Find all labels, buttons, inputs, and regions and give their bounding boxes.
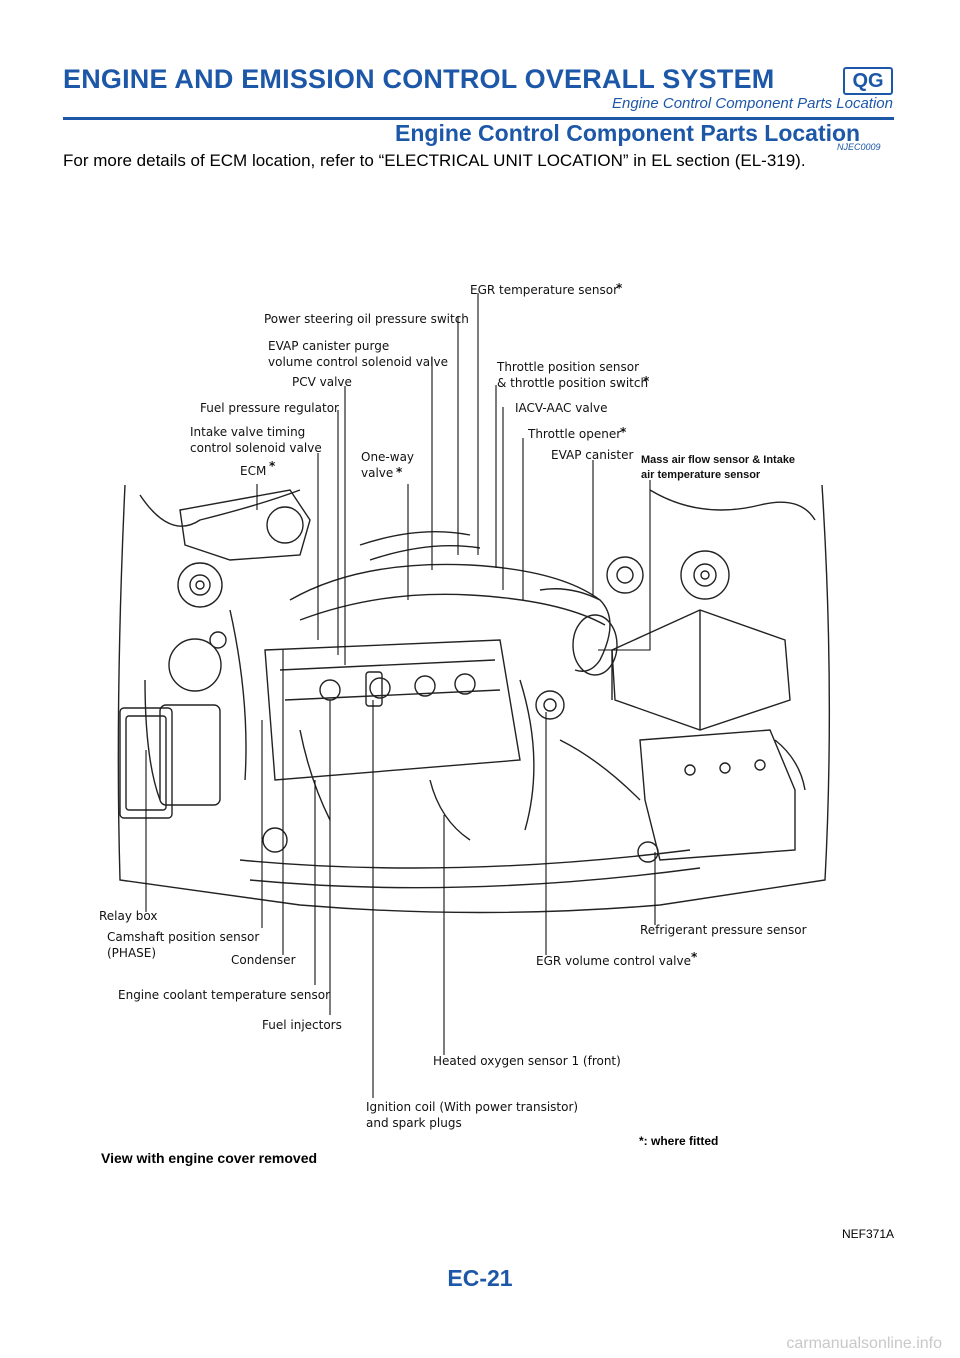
label-evap-purge-line2: volume control solenoid valve: [268, 355, 448, 369]
intro-text: For more details of ECM location, refer …: [63, 151, 806, 170]
label-ivt-line1: Intake valve timing: [190, 425, 305, 439]
section-title: Engine Control Component Parts Location: [395, 120, 861, 146]
model-badge: QG: [843, 67, 893, 95]
label-pcv-valve: PCV valve: [292, 375, 352, 389]
label-tps-line1: Throttle position sensor: [496, 360, 639, 374]
label-egr-temp-sensor: EGR temperature sensor: [470, 283, 618, 297]
label-throttle-opener: Throttle opener: [527, 427, 621, 441]
engine-bay-illustration: [117, 484, 831, 914]
asterisk-ecm: *: [269, 459, 276, 473]
label-relay-box: Relay box: [99, 909, 157, 923]
watermark: carmanualsonline.info: [786, 1335, 942, 1352]
asterisk-one-way: *: [396, 465, 403, 479]
asterisk-egr-valve: *: [691, 950, 698, 964]
part-labels: EGR temperature sensor * Power steering …: [99, 281, 807, 1130]
label-cmp-line2: (PHASE): [107, 946, 156, 960]
label-evap-canister: EVAP canister: [551, 448, 634, 462]
header-subtitle: Engine Control Component Parts Location: [611, 95, 893, 112]
label-condenser: Condenser: [231, 953, 296, 967]
asterisk-tps: *: [643, 374, 650, 388]
label-evap-purge-line1: EVAP canister purge: [268, 339, 389, 353]
label-refrigerant-sensor: Refrigerant pressure sensor: [640, 923, 807, 937]
leader-lines: [145, 293, 656, 1098]
label-cmp-line1: Camshaft position sensor: [107, 930, 259, 944]
page-number: EC-21: [447, 1265, 513, 1291]
label-ecm: ECM: [240, 464, 266, 478]
label-ps-switch: Power steering oil pressure switch: [264, 312, 469, 326]
label-o2-sensor: Heated oxygen sensor 1 (front): [433, 1054, 621, 1068]
label-ivt-line2: control solenoid valve: [190, 441, 322, 455]
label-fuel-pressure-regulator: Fuel pressure regulator: [200, 401, 339, 415]
header-rule: [63, 117, 894, 120]
footnote: *: where fitted: [639, 1134, 719, 1148]
figure-id: NEF371A: [841, 1227, 894, 1241]
label-ect-sensor: Engine coolant temperature sensor: [118, 988, 330, 1002]
label-egr-volume-valve: EGR volume control valve: [536, 954, 691, 968]
label-coil-line2: and spark plugs: [366, 1116, 462, 1130]
label-maf-line2: air temperature sensor: [641, 469, 761, 481]
figure-caption: View with engine cover removed: [101, 1150, 318, 1166]
label-one-way-line2: valve: [361, 466, 393, 480]
asterisk-throttle-opener: *: [620, 425, 627, 439]
label-tps-line2: & throttle position switch: [497, 376, 648, 390]
header-title: ENGINE AND EMISSION CONTROL OVERALL SYST…: [63, 64, 775, 94]
label-fuel-injectors: Fuel injectors: [262, 1018, 342, 1032]
label-one-way-line1: One-way: [361, 450, 414, 464]
label-coil-line1: Ignition coil (With power transistor): [366, 1100, 578, 1114]
label-iacv-aac: IACV-AAC valve: [515, 401, 608, 415]
asterisk-egr-temp: *: [616, 281, 623, 295]
label-maf-line1: Mass air flow sensor & Intake: [641, 454, 795, 466]
section-code: NJEC0009: [837, 142, 881, 152]
